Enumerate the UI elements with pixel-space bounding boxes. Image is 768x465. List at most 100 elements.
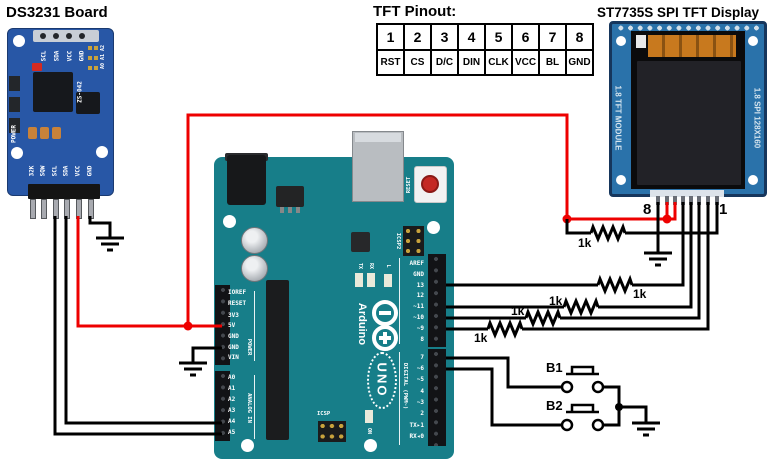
pin-label-reset: RESET [228, 300, 247, 307]
resistor-network [9, 97, 20, 112]
silk-divider [399, 352, 400, 445]
ground-symbol-buttons [632, 421, 660, 437]
arduino-logo-ring [372, 325, 398, 351]
ds3231-top-hole [66, 33, 72, 39]
pin-number: 7 [538, 23, 567, 51]
arduino-mount-hole [427, 221, 440, 234]
button-b1-terminal [560, 380, 574, 394]
wire-sda-to-a4 [64, 216, 222, 425]
pin-label-a4: A4 [228, 418, 236, 425]
button-b2-terminal [591, 418, 605, 432]
power-header [215, 285, 230, 365]
ds3231-mount-hole [13, 35, 25, 47]
display-mount-hole [616, 36, 626, 46]
black-wires [53, 202, 719, 436]
uno-oval [367, 352, 397, 409]
pin-label-2: 2 [420, 410, 424, 417]
resistor-value-din: 1k [549, 294, 563, 308]
capacitor [52, 127, 61, 139]
button-b2-cap [566, 403, 599, 414]
pin-label-5v: 5V [228, 322, 236, 329]
voltage-regulator [276, 186, 304, 207]
button2-label: B2 [546, 398, 563, 413]
pin-name: D/C [430, 49, 459, 76]
display-flex-connector [636, 35, 646, 48]
ds3231-eeprom-chip [76, 92, 100, 114]
addr-pad [94, 66, 98, 70]
logo-plus [383, 332, 387, 344]
ground-symbol-display [644, 251, 672, 267]
display-pin-silk-strip [650, 190, 724, 197]
ds3231-top-hole [40, 33, 46, 39]
regulator-leg [280, 207, 284, 213]
pin-name: RST [376, 49, 405, 76]
resistor-rst [589, 222, 627, 243]
electrolytic-capacitor [241, 255, 268, 282]
ds3231-rtc-chip [33, 72, 73, 112]
junction-dot [615, 403, 623, 411]
wire-arduino-gnd [191, 346, 222, 362]
wire-scl-to-a5 [53, 216, 222, 436]
button-b2-symbol [560, 403, 605, 432]
pin-label-9: ~9 [416, 325, 424, 332]
pinout-title: TFT Pinout: [373, 3, 457, 20]
ds3231-led [32, 63, 42, 71]
button-b1-cap [566, 365, 599, 376]
regulator-leg [296, 207, 300, 213]
display-pin [673, 196, 677, 205]
pin-number: 2 [403, 23, 432, 51]
resistor-dc [524, 307, 562, 328]
pin-name: VCC [511, 49, 540, 76]
pin-label-a3: A3 [228, 407, 236, 414]
l-led [384, 274, 392, 287]
display-pin1-label: 1 [719, 201, 728, 218]
pin-label-a2: A2 [228, 396, 236, 403]
icsp-header [318, 421, 346, 442]
display-pin [715, 196, 719, 205]
arduino-mount-hole [241, 439, 254, 452]
pin-label-a5: A5 [228, 429, 236, 436]
addr-pad [88, 66, 92, 70]
pin-number: 3 [430, 23, 459, 51]
pin-label-8: 8 [420, 336, 424, 343]
display-title: ST7735S SPI TFT Display [597, 5, 760, 20]
pinout-number-row: 1 2 3 4 5 6 7 8 [376, 23, 594, 51]
pin-name: GND [565, 49, 594, 76]
ds3231-bottom-header [28, 184, 100, 199]
pin-label-13: 13 [416, 282, 424, 289]
wire-5v-rail-to-display-vcc [186, 113, 677, 326]
rx-led [367, 273, 375, 287]
ds3231-top-hole [79, 33, 85, 39]
wire-d6-to-b2 [446, 367, 562, 427]
addr-pad [88, 46, 92, 50]
pin-label-ioref: IOREF [228, 289, 247, 296]
pin-label-11: ~11 [413, 303, 424, 310]
pin-label-gnd2: GND [228, 344, 239, 351]
resistor-din [562, 296, 600, 317]
atmega-chip [266, 280, 289, 440]
junction-dot [662, 214, 672, 224]
crystal [351, 232, 370, 252]
silk-divider [254, 291, 255, 361]
pin-label-5: ~5 [416, 376, 424, 383]
display-pin [706, 196, 710, 205]
red-junction-dots [183, 214, 672, 331]
wire-b2-to-common [603, 409, 621, 427]
pin-label-10: ~10 [413, 314, 424, 321]
pin-name: CS [403, 49, 432, 76]
pin-number: 4 [457, 23, 486, 51]
tft-pinout-table: 1 2 3 4 5 6 7 8 RST CS D/C DIN CLK VCC B… [376, 23, 594, 76]
display-mount-hole [748, 36, 758, 46]
resistor-value-dc: 1k [511, 304, 525, 318]
wire-resistor-to-clk [632, 202, 685, 287]
tx-led [355, 273, 363, 287]
pin-name: CLK [484, 49, 513, 76]
wire-ds3231-vcc-to-5v [76, 216, 222, 328]
logo-minus [379, 311, 391, 315]
resistor-network [9, 118, 20, 133]
pin-label-3v3: 3V3 [228, 312, 239, 319]
pin-label-gnd: GND [413, 271, 424, 278]
resistor-value-clk: 1k [633, 287, 647, 301]
